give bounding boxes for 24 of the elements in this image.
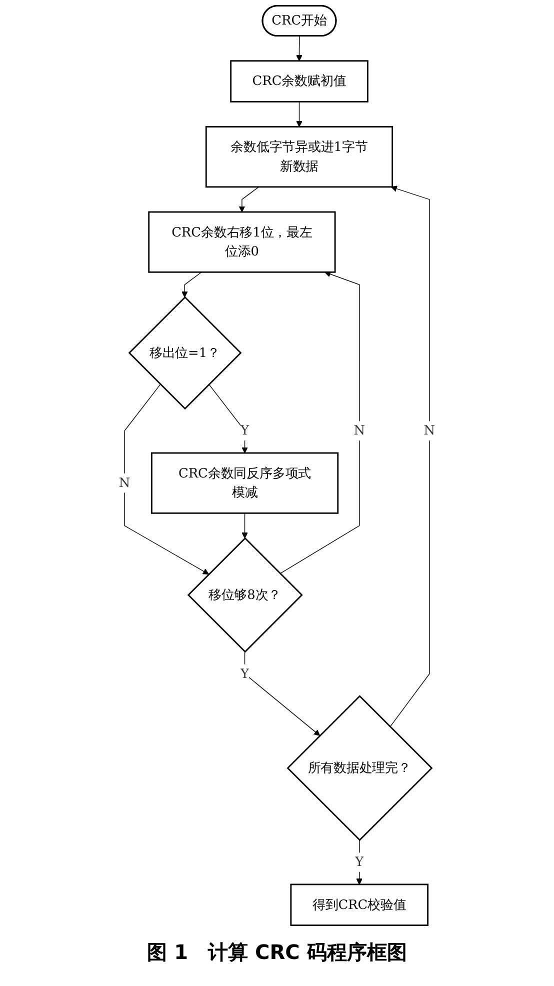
node-box: 得到CRC校验值 — [290, 884, 428, 926]
node-box: 余数低字节异或进1字节新数据 — [205, 126, 394, 188]
node-diamond: 移出位=1？ — [128, 296, 242, 410]
arrow — [244, 651, 320, 736]
arrow — [242, 512, 248, 538]
edge-label: N — [424, 423, 436, 438]
arrow — [280, 271, 360, 574]
node-diamond: 移位够8次？ — [187, 537, 303, 653]
node-box: CRC余数赋初值 — [230, 60, 368, 102]
figure-caption: 图 1 计算 CRC 码程序框图 — [147, 939, 407, 966]
edge-label: N — [354, 423, 365, 438]
arrow — [296, 101, 302, 128]
node-box: CRC余数同反序多项式模减 — [150, 452, 339, 514]
arrow — [124, 384, 210, 574]
node-box: CRC余数右移1位，最左位添0 — [148, 211, 336, 273]
node-diamond: 所有数据处理完？ — [286, 695, 433, 842]
edge-label: Y — [240, 423, 250, 438]
arrow — [238, 186, 260, 212]
arrow — [390, 186, 430, 728]
arrow — [296, 36, 302, 62]
edge-label: N — [118, 476, 130, 491]
arrow — [182, 272, 202, 298]
edge-label: Y — [240, 666, 250, 682]
edge-label: Y — [355, 854, 364, 870]
